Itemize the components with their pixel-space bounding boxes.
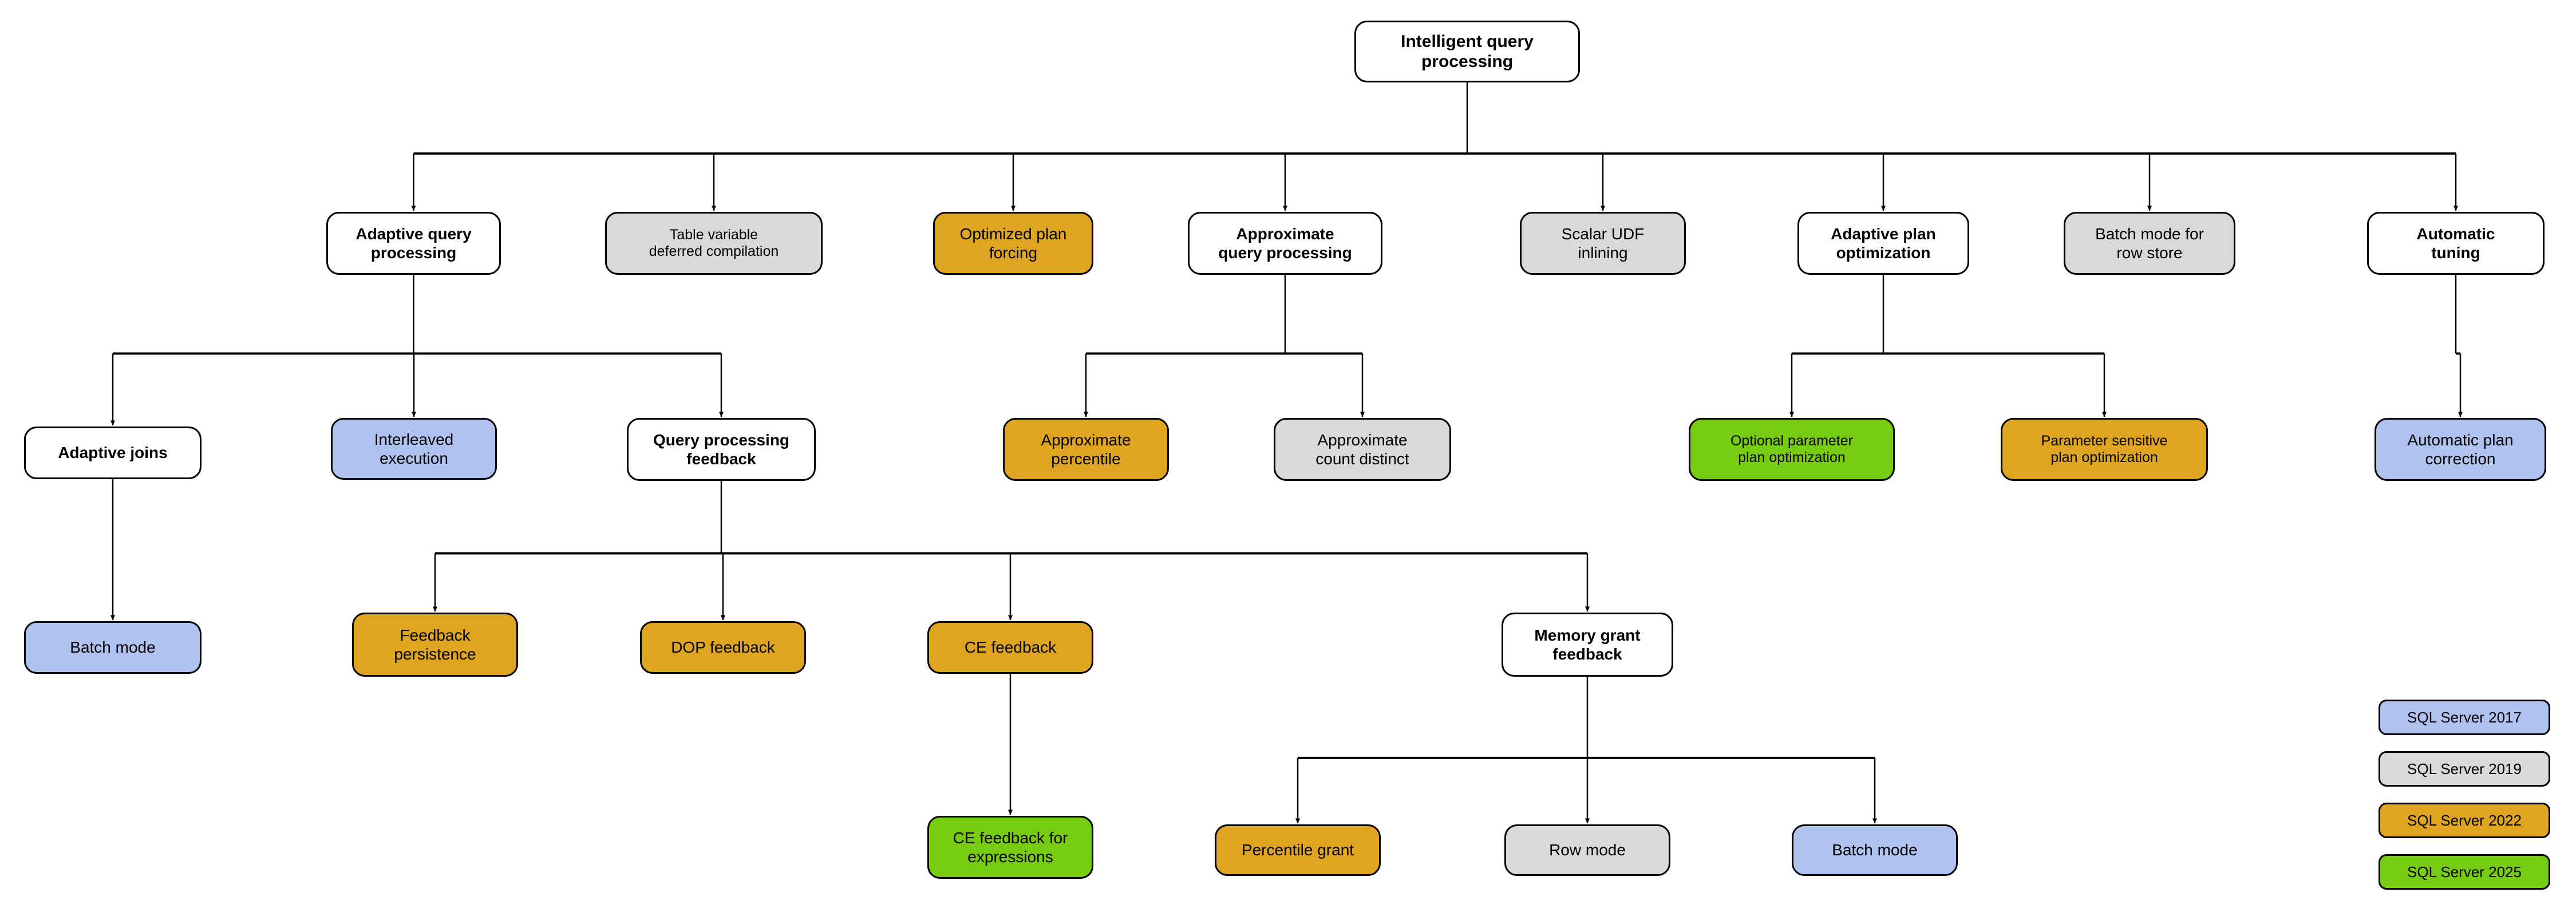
node-table-variable-deferred-compilation[interactable]: Table variable deferred compilation bbox=[605, 212, 823, 275]
node-ce-feedback[interactable]: CE feedback bbox=[927, 621, 1093, 674]
legend-item-sql-server-2017: SQL Server 2017 bbox=[2379, 700, 2550, 735]
node-label: Table variable deferred compilation bbox=[649, 226, 779, 260]
node-batch-mode-adaptive-joins[interactable]: Batch mode bbox=[24, 621, 202, 674]
node-label: CE feedback for expressions bbox=[953, 828, 1068, 866]
node-label: Query processing feedback bbox=[653, 431, 790, 468]
node-approximate-count-distinct[interactable]: Approximate count distinct bbox=[1274, 418, 1451, 481]
node-scalar-udf-inlining[interactable]: Scalar UDF inlining bbox=[1520, 212, 1686, 275]
node-label: Memory grant feedback bbox=[1534, 626, 1641, 663]
node-query-processing-feedback[interactable]: Query processing feedback bbox=[627, 418, 816, 481]
node-label: Batch mode bbox=[1832, 841, 1918, 859]
node-optimized-plan-forcing[interactable]: Optimized plan forcing bbox=[933, 212, 1093, 275]
node-memory-grant-feedback[interactable]: Memory grant feedback bbox=[1502, 613, 1673, 677]
node-optional-parameter-plan-optimization[interactable]: Optional parameter plan optimization bbox=[1689, 418, 1895, 481]
node-label: Optional parameter plan optimization bbox=[1730, 432, 1853, 466]
node-adaptive-joins[interactable]: Adaptive joins bbox=[24, 427, 202, 479]
node-label: Batch mode for row store bbox=[2095, 224, 2204, 262]
node-label: Approximate query processing bbox=[1218, 224, 1352, 262]
node-adaptive-plan-optimization[interactable]: Adaptive plan optimization bbox=[1797, 212, 1969, 275]
legend-item-label: SQL Server 2019 bbox=[2407, 760, 2522, 777]
node-label: Approximate count distinct bbox=[1315, 431, 1409, 468]
node-label: Optimized plan forcing bbox=[959, 224, 1067, 262]
legend-item-label: SQL Server 2025 bbox=[2407, 863, 2522, 881]
node-label: Row mode bbox=[1549, 841, 1626, 859]
legend-item-sql-server-2025: SQL Server 2025 bbox=[2379, 854, 2550, 890]
node-label: Adaptive plan optimization bbox=[1831, 224, 1936, 262]
node-label: Approximate percentile bbox=[1041, 431, 1131, 468]
node-batch-mode-memory-grant[interactable]: Batch mode bbox=[1792, 824, 1958, 876]
node-automatic-plan-correction[interactable]: Automatic plan correction bbox=[2374, 418, 2546, 481]
node-label: DOP feedback bbox=[671, 638, 775, 657]
node-label: Intelligent query processing bbox=[1401, 31, 1534, 71]
legend-item-label: SQL Server 2017 bbox=[2407, 708, 2522, 726]
legend-item-sql-server-2022: SQL Server 2022 bbox=[2379, 803, 2550, 838]
node-label: Percentile grant bbox=[1241, 841, 1354, 859]
node-label: Adaptive query processing bbox=[355, 224, 472, 262]
node-automatic-tuning[interactable]: Automatic tuning bbox=[2367, 212, 2545, 275]
node-dop-feedback[interactable]: DOP feedback bbox=[640, 621, 806, 674]
node-label: Automatic plan correction bbox=[2407, 431, 2514, 468]
node-label: Feedback persistence bbox=[394, 626, 476, 663]
node-percentile-grant[interactable]: Percentile grant bbox=[1215, 824, 1381, 876]
legend-item-sql-server-2019: SQL Server 2019 bbox=[2379, 751, 2550, 787]
node-parameter-sensitive-plan-optimization[interactable]: Parameter sensitive plan optimization bbox=[2001, 418, 2208, 481]
node-interleaved-execution[interactable]: Interleaved execution bbox=[331, 418, 497, 480]
node-batch-mode-for-row-store[interactable]: Batch mode for row store bbox=[2064, 212, 2235, 275]
node-label: Scalar UDF inlining bbox=[1561, 224, 1645, 262]
node-approximate-query-processing[interactable]: Approximate query processing bbox=[1188, 212, 1382, 275]
node-approximate-percentile[interactable]: Approximate percentile bbox=[1003, 418, 1169, 481]
node-label: Parameter sensitive plan optimization bbox=[2041, 432, 2168, 466]
node-label: Interleaved execution bbox=[374, 430, 454, 467]
node-ce-feedback-for-expressions[interactable]: CE feedback for expressions bbox=[927, 816, 1093, 879]
node-root[interactable]: Intelligent query processing bbox=[1354, 21, 1580, 82]
legend-item-label: SQL Server 2022 bbox=[2407, 811, 2522, 829]
node-row-mode[interactable]: Row mode bbox=[1504, 824, 1670, 876]
node-label: Batch mode bbox=[70, 638, 156, 657]
node-feedback-persistence[interactable]: Feedback persistence bbox=[352, 613, 518, 677]
node-adaptive-query-processing[interactable]: Adaptive query processing bbox=[326, 212, 501, 275]
node-label: CE feedback bbox=[964, 638, 1057, 657]
node-label: Automatic tuning bbox=[2416, 224, 2495, 262]
node-label: Adaptive joins bbox=[58, 444, 168, 462]
